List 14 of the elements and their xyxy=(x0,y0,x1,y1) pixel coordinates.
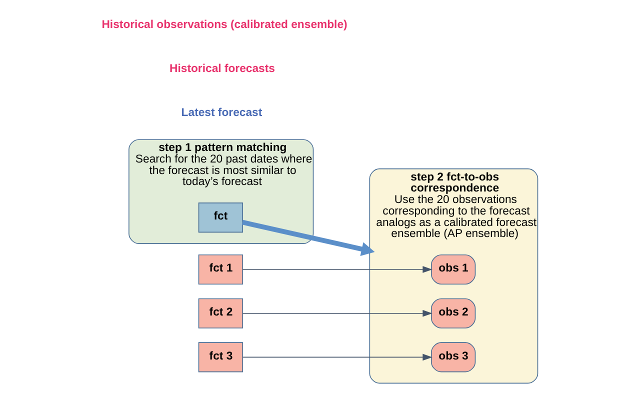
node-box: fct 3 xyxy=(198,342,243,372)
node-box: fct 2 xyxy=(198,298,243,328)
label: Historical forecasts xyxy=(169,62,274,75)
node-box: obs 2 xyxy=(430,298,476,328)
label: Latest forecast xyxy=(180,106,262,119)
arrow xyxy=(242,220,374,256)
arrow xyxy=(242,266,432,273)
node-box: fct 1 xyxy=(198,254,243,285)
node-box: fct xyxy=(198,202,243,233)
label: Historical observations (calibrated ensemble) xyxy=(101,19,347,32)
arrow xyxy=(242,354,432,361)
node-box: obs 1 xyxy=(430,254,476,285)
arrow xyxy=(242,310,432,317)
node-box: obs 3 xyxy=(430,342,476,372)
